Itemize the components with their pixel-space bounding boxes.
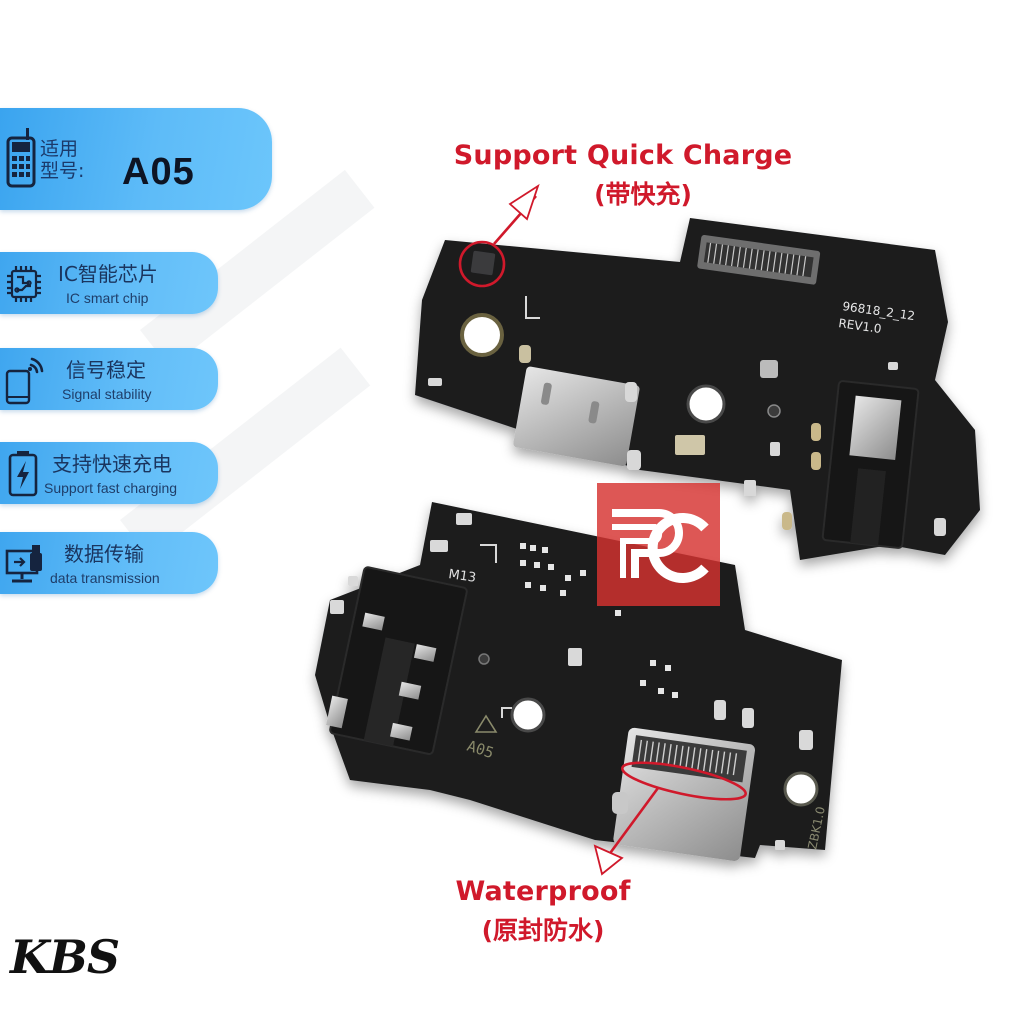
feature-subtitle: data transmission: [50, 570, 160, 586]
model-number: A05: [122, 151, 195, 193]
ic-chip-icon: [7, 266, 41, 302]
signal-phone-icon: [5, 357, 44, 405]
svg-text:REV1.0: REV1.0: [838, 316, 883, 336]
waterproof-label-cn: (原封防水): [481, 916, 605, 945]
top-board: 96818_2_12 REV1.0: [415, 218, 980, 560]
waterproof-label: Waterproof: [455, 876, 631, 907]
monitor-usb-icon: [5, 545, 42, 583]
quick-charge-annotation: Support Quick Charge (带快充): [430, 140, 816, 211]
svg-text:M13: M13: [447, 567, 477, 586]
feature-subtitle: Support fast charging: [44, 480, 178, 496]
feature-subtitle: Signal stability: [62, 386, 152, 402]
quick-charge-label-cn: (带快充): [594, 180, 692, 209]
quick-charge-label: Support Quick Charge: [453, 140, 793, 171]
pc-watermark: PC: [597, 483, 720, 606]
bottom-board: M13 A05 ZBK1.0: [315, 502, 842, 861]
feature-signal-stability: 信号稳定 Signal stability: [0, 348, 218, 410]
feature-title: IC智能芯片: [58, 262, 158, 286]
feature-phone-icon: [6, 128, 36, 188]
model-card: 适用 型号: A05: [0, 108, 272, 210]
feature-fast-charging: 支持快速充电 Support fast charging: [0, 442, 218, 504]
feature-title: 支持快速充电: [52, 452, 172, 476]
annotation-lines: [458, 183, 747, 876]
feature-ic-chip: IC智能芯片 IC smart chip: [0, 252, 218, 314]
kbs-brand-logo: KBS: [10, 930, 120, 984]
model-label-line2: 型号:: [40, 160, 85, 182]
feature-subtitle: IC smart chip: [66, 290, 149, 306]
feature-title: 数据传输: [64, 542, 144, 566]
battery-bolt-icon: [8, 451, 38, 497]
feature-data-transmission: 数据传输 data transmission: [0, 532, 218, 594]
model-label: 适用 型号:: [40, 138, 84, 182]
model-label-line1: 适用: [40, 138, 79, 160]
feature-title: 信号稳定: [66, 358, 146, 382]
pc-logo-icon: [612, 509, 709, 583]
waterproof-annotation: Waterproof (原封防水): [440, 876, 646, 947]
